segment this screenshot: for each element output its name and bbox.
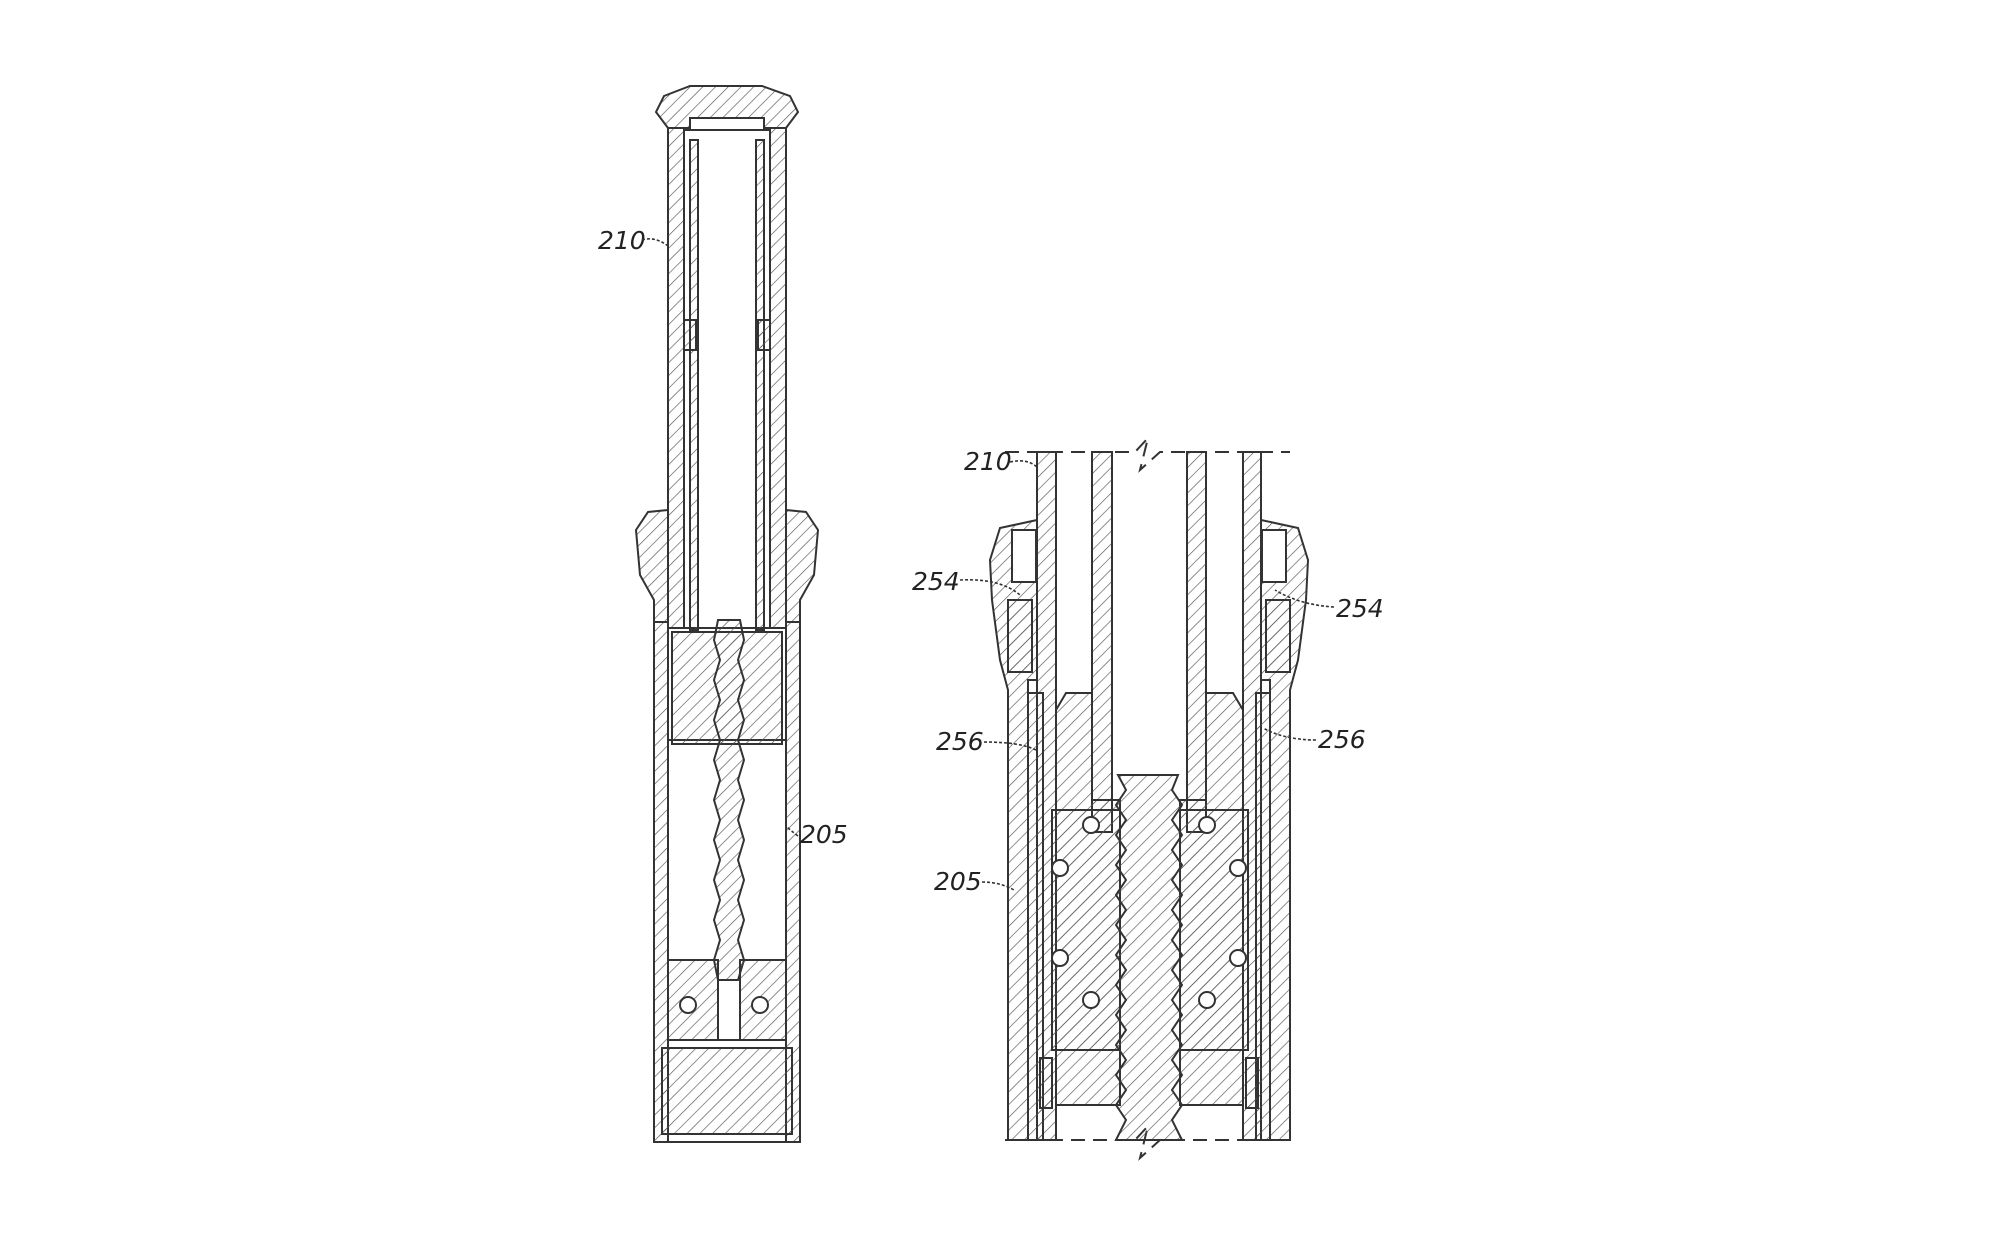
oring-right-2 bbox=[1229, 859, 1247, 877]
collar-right bbox=[785, 508, 820, 623]
collar-right bbox=[1260, 518, 1310, 1141]
end-cap-right bbox=[1245, 1057, 1259, 1109]
label-256-right: 256 bbox=[1318, 725, 1366, 754]
leader-205-right bbox=[981, 881, 1015, 891]
bearing-ball-right bbox=[751, 996, 769, 1014]
label-210-left: 210 bbox=[598, 226, 646, 255]
leader-205-left bbox=[785, 825, 799, 837]
inner-tube-right bbox=[755, 139, 765, 631]
oring-left-3 bbox=[1051, 949, 1069, 967]
seal-254-right bbox=[1261, 529, 1287, 583]
upper-tube-210-left bbox=[667, 127, 685, 629]
bushing-upper-right bbox=[757, 319, 771, 351]
thread-insert-left bbox=[1007, 599, 1033, 673]
leader-210-left bbox=[641, 238, 669, 247]
label-256-left: 256 bbox=[936, 727, 984, 756]
label-205-left: 205 bbox=[800, 820, 848, 849]
thread-insert-right bbox=[1265, 599, 1291, 673]
lead-screw bbox=[1114, 774, 1184, 1141]
label-254-left: 254 bbox=[912, 567, 960, 596]
inner-tube-left bbox=[689, 139, 699, 631]
oring-right-3 bbox=[1229, 949, 1247, 967]
label-254-right: 254 bbox=[1336, 594, 1384, 623]
label-205-right: 205 bbox=[934, 867, 982, 896]
label-210-right: 210 bbox=[964, 447, 1012, 476]
upper-tube-210-right bbox=[769, 127, 787, 629]
sleeve-256-left bbox=[1027, 692, 1044, 1141]
seal-254-left bbox=[1011, 529, 1037, 583]
leader-256-left bbox=[983, 741, 1037, 751]
right-figure-assembly bbox=[988, 437, 1310, 1161]
oring-left-2 bbox=[1051, 859, 1069, 877]
threaded-rod bbox=[712, 619, 746, 981]
left-figure-assembly bbox=[634, 85, 820, 1143]
nut-housing-left bbox=[1051, 809, 1121, 1051]
oring-right-4 bbox=[1198, 991, 1216, 1009]
inner-tube-left bbox=[1091, 451, 1113, 833]
leader-254-left bbox=[959, 578, 1021, 596]
bearing-ball-left bbox=[679, 996, 697, 1014]
collar-left bbox=[988, 518, 1038, 1141]
sleeve-256-right bbox=[1255, 692, 1271, 1141]
cap-recess bbox=[689, 117, 765, 131]
leader-210-right bbox=[1009, 460, 1039, 469]
nut-housing-right bbox=[1179, 809, 1249, 1051]
oring-right-1 bbox=[1198, 816, 1216, 834]
oring-left-1 bbox=[1082, 816, 1100, 834]
bushing-upper-left bbox=[683, 319, 697, 351]
collar-left bbox=[634, 508, 669, 623]
oring-left-4 bbox=[1082, 991, 1100, 1009]
bottom-plug bbox=[661, 1047, 793, 1135]
leader-254-right bbox=[1274, 589, 1335, 608]
inner-tube-right bbox=[1186, 451, 1207, 833]
end-cap-left bbox=[1039, 1057, 1053, 1109]
leader-256-right bbox=[1262, 727, 1317, 741]
break-line-top bbox=[1005, 437, 1290, 473]
